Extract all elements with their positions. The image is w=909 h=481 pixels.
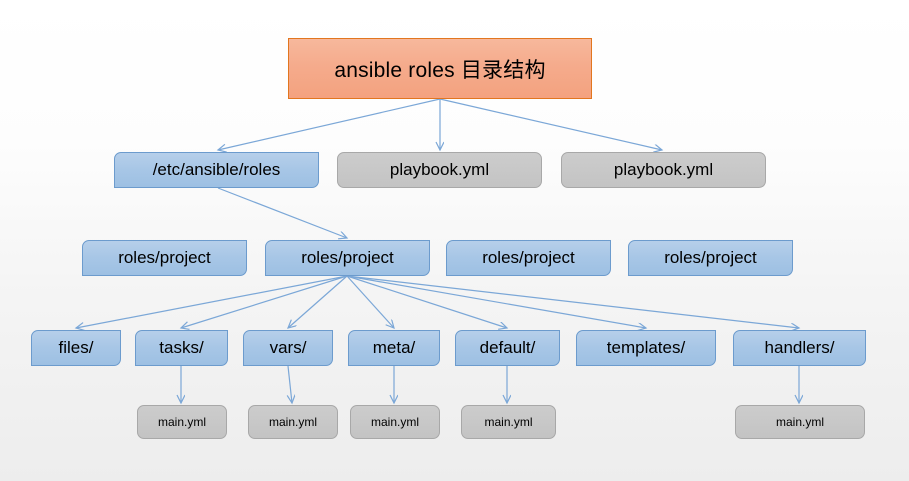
node-playbook-yml-row-paths-2: playbook.yml <box>561 152 766 188</box>
node-main-yml-row-files-1: main.yml <box>248 405 338 439</box>
edge-arrow-12 <box>288 365 292 403</box>
edge-arrow-9 <box>346 275 646 328</box>
node-roles-project-row-projects-1: roles/project <box>265 240 430 276</box>
edge-arrow-10 <box>346 275 799 328</box>
node-handlers-row-dirs-6: handlers/ <box>733 330 866 366</box>
edge-arrow-0 <box>218 98 441 150</box>
edge-arrow-5 <box>181 275 348 328</box>
node-default-row-dirs-4: default/ <box>455 330 560 366</box>
node-meta-row-dirs-3: meta/ <box>348 330 440 366</box>
node-templates-row-dirs-5: templates/ <box>576 330 716 366</box>
edge-arrow-3 <box>217 187 347 238</box>
node-vars-row-dirs-2: vars/ <box>243 330 333 366</box>
node-main-yml-row-files-3: main.yml <box>461 405 556 439</box>
edge-arrow-8 <box>346 275 507 328</box>
node-main-yml-row-files-2: main.yml <box>350 405 440 439</box>
node-roles-project-row-projects-2: roles/project <box>446 240 611 276</box>
node-roles-project-row-projects-3: roles/project <box>628 240 793 276</box>
edge-arrow-2 <box>439 98 662 150</box>
node-files-row-dirs-0: files/ <box>31 330 121 366</box>
node-tasks-row-dirs-1: tasks/ <box>135 330 228 366</box>
node-ansible-roles-目录结构-title-0: ansible roles 目录结构 <box>288 38 592 99</box>
node-main-yml-row-files-0: main.yml <box>137 405 227 439</box>
edge-arrow-4 <box>76 275 348 328</box>
node-roles-project-row-projects-0: roles/project <box>82 240 247 276</box>
edge-arrow-7 <box>346 275 394 328</box>
node-playbook-yml-row-paths-1: playbook.yml <box>337 152 542 188</box>
node-main-yml-row-files-4: main.yml <box>735 405 865 439</box>
edge-arrow-6 <box>288 275 348 328</box>
node-etc-ansible-roles-row-paths-0: /etc/ansible/roles <box>114 152 319 188</box>
